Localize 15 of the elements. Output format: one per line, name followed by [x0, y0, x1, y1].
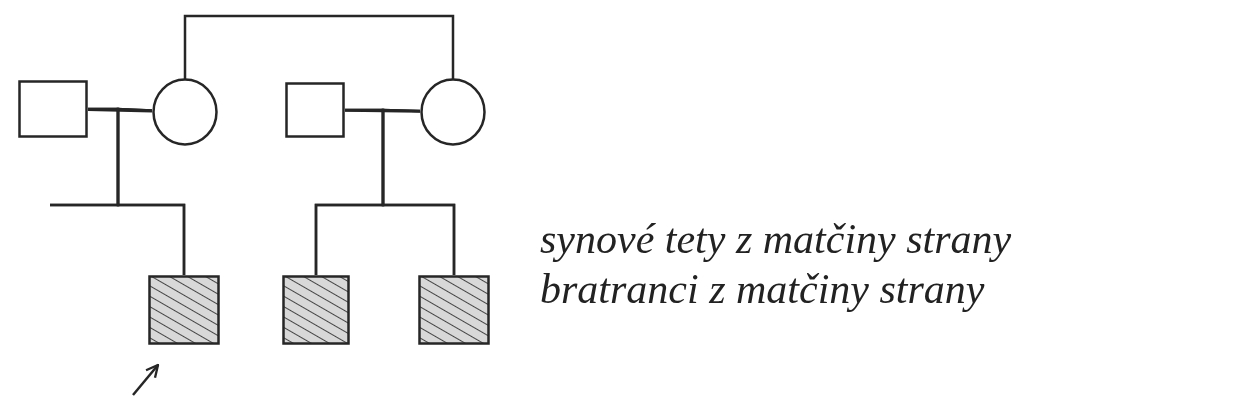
hatched-square-symbol	[418, 275, 490, 345]
hatched-square-symbol	[282, 275, 350, 345]
pointer-arrow	[132, 363, 160, 396]
pedigree-line	[381, 108, 456, 275]
pedigree-line	[183, 14, 455, 79]
hatched-square-symbol	[148, 275, 220, 345]
square-symbol	[285, 82, 345, 138]
pedigree-line	[345, 109, 420, 113]
note-text: synové tety z matčiny strany	[540, 218, 1012, 260]
square-symbol	[18, 80, 88, 138]
note-text: bratranci z matčiny strany	[540, 268, 985, 310]
pedigree-line	[87, 108, 153, 113]
pedigree-line	[50, 107, 153, 207]
circle-symbol	[420, 78, 486, 146]
circle-symbol	[152, 78, 218, 146]
